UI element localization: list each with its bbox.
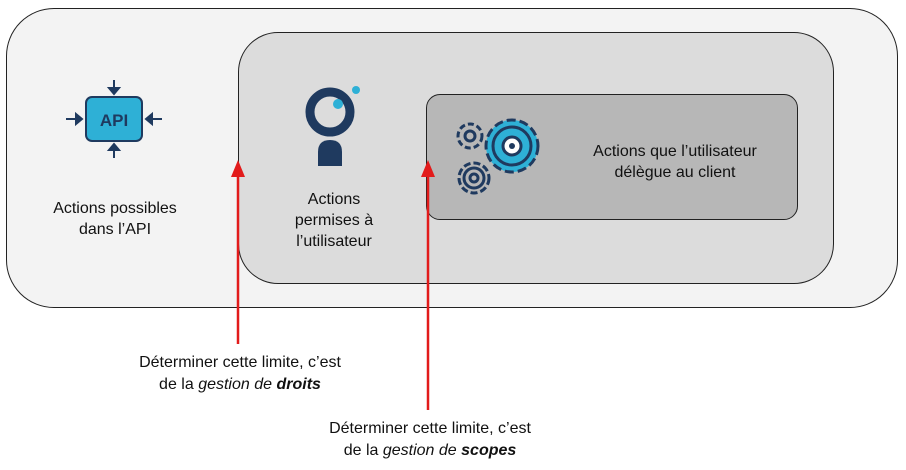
- user-label-line3: l’utilisateur: [296, 233, 372, 250]
- scopes-note-line1: Déterminer cette limite, c’est: [329, 420, 531, 437]
- scopes-note-bold: scopes: [461, 442, 517, 459]
- user-label: Actions permises à l’utilisateur: [262, 189, 406, 252]
- api-label-line1: Actions possibles: [53, 200, 177, 217]
- gears-icon: [456, 118, 540, 195]
- rights-note-line2: de la gestion de droits: [90, 374, 390, 396]
- api-label: Actions possibles dans l’API: [30, 198, 200, 240]
- rights-note: Déterminer cette limite, c’est de la ges…: [90, 352, 390, 396]
- rights-note-em: gestion de: [198, 376, 273, 393]
- rights-note-prefix: de la: [159, 376, 199, 393]
- client-label-line2: délègue au client: [614, 164, 736, 181]
- scopes-note-line2: de la gestion de scopes: [280, 440, 580, 462]
- api-icon-text: API: [100, 111, 128, 130]
- api-label-line2: dans l’API: [78, 221, 152, 238]
- api-icon: API: [66, 80, 162, 158]
- user-label-line1: Actions: [307, 191, 361, 208]
- scopes-note-prefix: de la: [343, 442, 383, 459]
- user-label-line2: permises à: [294, 212, 374, 229]
- scopes-note: Déterminer cette limite, c’est de la ges…: [280, 418, 580, 462]
- rights-note-line1: Déterminer cette limite, c’est: [139, 354, 341, 371]
- user-icon: [305, 86, 360, 166]
- client-label-line1: Actions que l’utilisateur: [593, 143, 757, 160]
- rights-note-bold: droits: [276, 376, 321, 393]
- scopes-note-em: gestion de: [382, 442, 457, 459]
- client-label: Actions que l’utilisateur délègue au cli…: [560, 141, 790, 183]
